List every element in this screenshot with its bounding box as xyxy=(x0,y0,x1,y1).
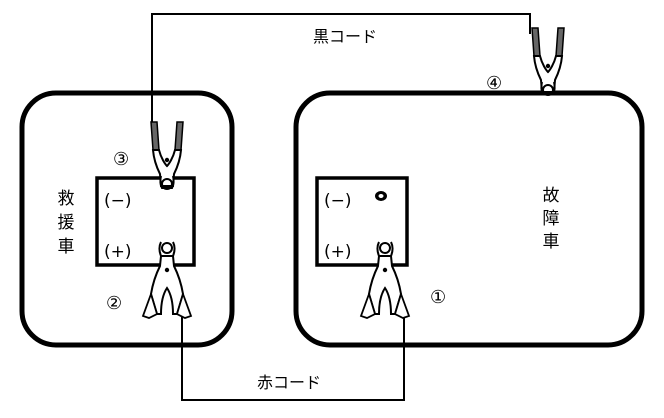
disabled-car-label: 故 障 車 xyxy=(543,186,560,252)
disabled-battery-plus-label: (+) xyxy=(324,242,352,262)
disabled-car-char-3: 車 xyxy=(543,232,560,252)
rescue-car-char-2: 援 xyxy=(58,213,75,233)
step-4-marker: ④ xyxy=(486,73,502,94)
clip-disabled-plus xyxy=(360,241,410,319)
step-3-marker: ③ xyxy=(113,149,129,170)
black-cord xyxy=(151,13,531,125)
clip-disabled-ground xyxy=(531,27,565,96)
rescue-car-label: 救 援 車 xyxy=(58,189,75,257)
rescue-car-char-3: 車 xyxy=(58,237,75,257)
disabled-battery xyxy=(315,176,409,267)
rescue-battery-minus-label: (−) xyxy=(104,191,132,211)
rescue-battery-plus-label: (+) xyxy=(104,242,132,262)
disabled-battery-minus-label: (−) xyxy=(324,191,352,211)
red-cord xyxy=(181,315,405,401)
rescue-battery xyxy=(95,176,196,267)
disabled-car-char-2: 障 xyxy=(543,209,560,229)
disabled-minus-terminal xyxy=(375,191,387,201)
disabled-car-char-1: 故 xyxy=(543,186,560,206)
step-2-marker: ② xyxy=(106,293,122,314)
black-cord-label: 黒コード xyxy=(313,27,377,46)
disabled-car-body xyxy=(293,90,645,348)
clip-rescue-plus xyxy=(142,241,192,319)
step-1-marker: ① xyxy=(430,287,446,308)
rescue-car-char-1: 救 xyxy=(58,189,75,209)
red-cord-label: 赤コード xyxy=(257,373,321,392)
rescue-car-body xyxy=(19,90,235,348)
